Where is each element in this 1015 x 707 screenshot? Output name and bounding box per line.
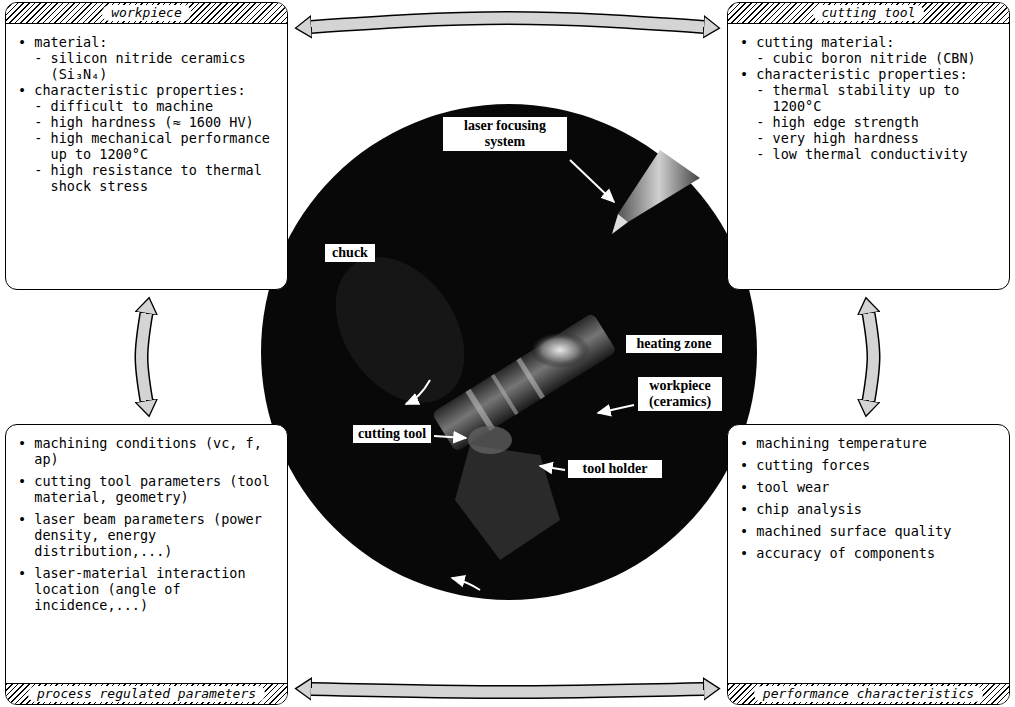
list-item: • tool wear xyxy=(740,479,1001,495)
workpiece-cylinder xyxy=(431,313,617,453)
leader-line xyxy=(540,466,565,470)
leader-line xyxy=(598,405,634,413)
info-box: cutting tool • cutting material:- cubic b… xyxy=(727,2,1010,290)
list-item: • machining temperature xyxy=(740,435,1001,451)
list-item: • chip analysis xyxy=(740,501,1001,517)
part-label: cutting tool xyxy=(353,425,431,443)
double-arrow xyxy=(311,18,704,27)
laser-nozzle xyxy=(612,150,700,234)
list-item: - cubic boron nitride (CBN) xyxy=(756,50,1001,66)
info-box: workpiece • material:- silicon nitride ce… xyxy=(5,2,288,290)
header-tab: workpiece xyxy=(6,3,287,24)
arrow-outline xyxy=(869,313,874,401)
box-body: • machining conditions (vc, f, ap) • cutt… xyxy=(6,425,287,683)
arrow-outline xyxy=(142,313,147,401)
double-arrow-group xyxy=(311,18,704,27)
leader-line xyxy=(570,160,614,202)
list-item: - high edge strength xyxy=(756,114,1001,130)
header-tab: performance characteristics xyxy=(728,683,1009,704)
list-item: • machining conditions (vc, f, ap) xyxy=(18,435,279,467)
part-label: tool holder xyxy=(568,460,662,478)
list-item: • cutting material: xyxy=(740,34,1001,50)
list-item: - high resistance to thermal shock stres… xyxy=(34,162,279,194)
list-item: - thermal stability up to 1200°C xyxy=(756,82,1001,114)
box-heading: cutting tool xyxy=(813,5,925,21)
list-item: • cutting forces xyxy=(740,457,1001,473)
arrow-outline xyxy=(311,18,704,27)
box-body: • cutting material:- cubic boron nitride… xyxy=(728,24,1009,289)
list-item: • laser beam parameters (power density, … xyxy=(18,511,279,559)
list-item: - high hardness (≈ 1600 HV) xyxy=(34,114,279,130)
list-item: • material: xyxy=(18,34,279,50)
list-item: • characteristic properties: xyxy=(18,82,279,98)
double-arrow-group xyxy=(142,313,147,401)
list-item: • characteristic properties: xyxy=(740,66,1001,82)
part-label: chuck xyxy=(325,244,375,262)
box-body: • material:- silicon nitride ceramics (S… xyxy=(6,24,287,289)
tool-holder-shape xyxy=(455,426,560,560)
box-heading: process regulated parameters xyxy=(28,686,265,702)
list-item: - low thermal conductivity xyxy=(756,146,1001,162)
list-item: - silicon nitride ceramics (Si₃N₄) xyxy=(34,50,279,82)
photo-disc xyxy=(261,104,757,600)
double-arrow xyxy=(311,689,704,692)
info-box: • machining temperature • cutting forces •… xyxy=(727,424,1010,705)
part-label: workpiece (ceramics) xyxy=(638,377,722,411)
double-arrow xyxy=(869,313,874,401)
list-item: • cutting tool parameters (tool material… xyxy=(18,473,279,505)
rotation-arrow xyxy=(406,380,430,404)
double-arrow-group xyxy=(311,689,704,692)
arrow-outline xyxy=(311,689,704,692)
double-arrow xyxy=(142,313,147,401)
part-label: heating zone xyxy=(626,335,722,353)
list-item: • accuracy of components xyxy=(740,545,1001,561)
box-heading: workpiece xyxy=(102,5,190,21)
list-item: - very high hardness xyxy=(756,130,1001,146)
heating-spot xyxy=(530,332,590,368)
header-tab: cutting tool xyxy=(728,3,1009,24)
part-label: laser focusing system xyxy=(443,117,567,151)
list-item: • machined surface quality xyxy=(740,523,1001,539)
feed-arrow xyxy=(452,578,480,590)
list-item: - difficult to machine xyxy=(34,98,279,114)
list-item: • laser-material interaction location (a… xyxy=(18,565,279,613)
box-heading: performance characteristics xyxy=(754,686,983,702)
header-tab: process regulated parameters xyxy=(6,683,287,704)
list-item: - high mechanical performance up to 1200… xyxy=(34,130,279,162)
leader-line xyxy=(434,436,466,438)
info-box: • machining conditions (vc, f, ap) • cutt… xyxy=(5,424,288,705)
double-arrow-group xyxy=(869,313,874,401)
box-body: • machining temperature • cutting forces •… xyxy=(728,425,1009,683)
